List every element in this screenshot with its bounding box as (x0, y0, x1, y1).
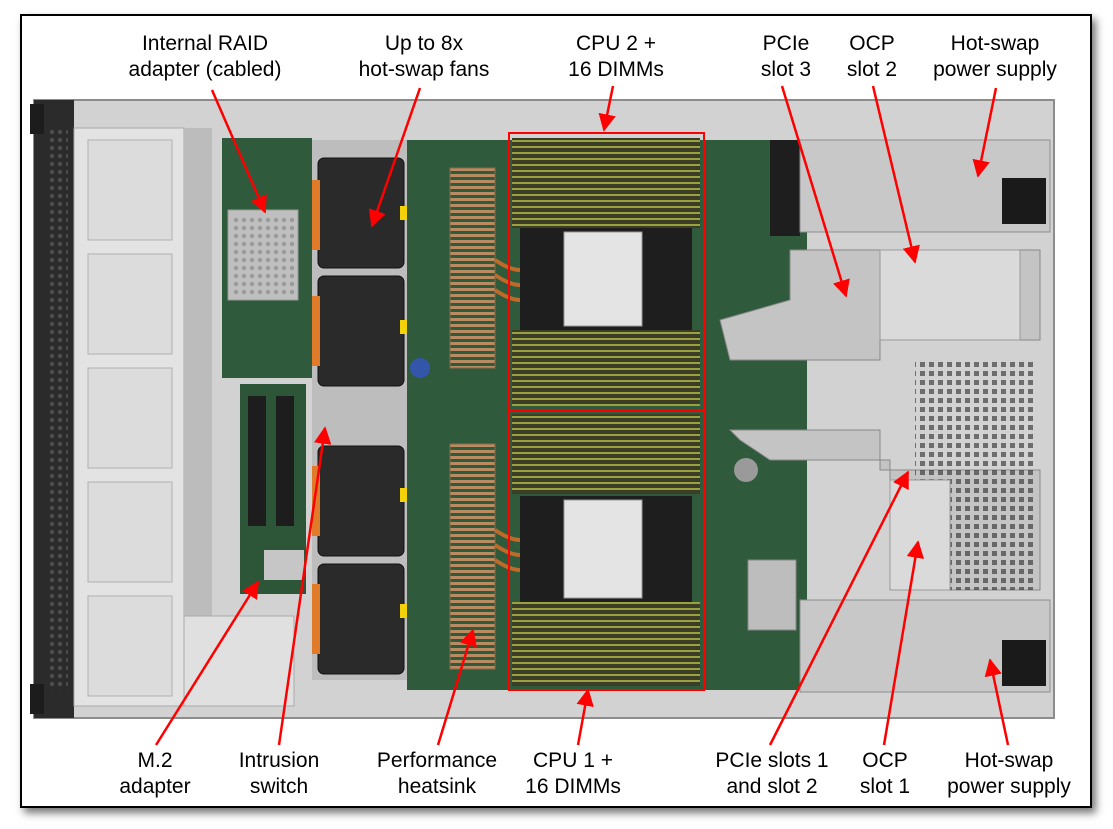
motherboard (407, 138, 807, 690)
label-cpu1: CPU 1 +16 DIMMs (525, 749, 621, 798)
arrow-m2 (154, 580, 260, 746)
arrow-ocp1 (882, 540, 925, 746)
riser-cage (719, 139, 1051, 693)
arrow-pcie3 (780, 85, 850, 298)
arrow-cpu2 (598, 85, 616, 132)
arrow-ocp2 (871, 85, 920, 264)
fan-bank (312, 140, 414, 680)
cpu1-highlight-box (508, 409, 705, 691)
arrow-fans (368, 87, 422, 228)
arrow-psu-top (972, 87, 998, 178)
arrow-raid (210, 89, 267, 214)
arrow-pcie12 (768, 470, 910, 746)
heatsink-cpu2 (449, 167, 496, 369)
arrow-heatsink (436, 628, 477, 746)
callout-arrows (154, 85, 1010, 746)
arrow-intrusion (277, 426, 332, 746)
label-cpu2: CPU 2 +16 DIMMs (568, 32, 664, 81)
m2-adapter-board (240, 384, 306, 594)
arrow-cpu1 (576, 688, 594, 746)
arrow-psu-bottom (984, 658, 1010, 746)
raid-adapter-board (222, 138, 312, 378)
